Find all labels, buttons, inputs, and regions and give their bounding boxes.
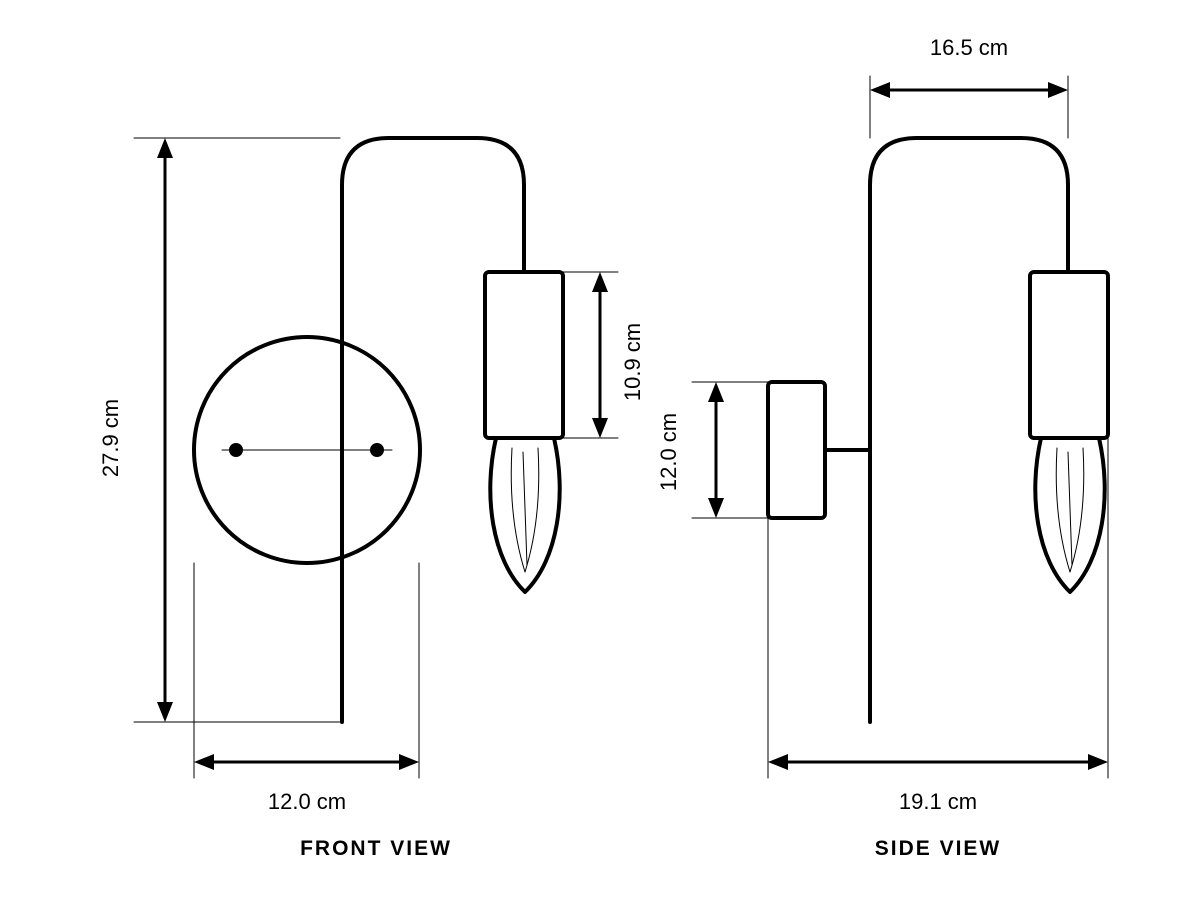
side-plate-label: 12.0 cm — [656, 413, 681, 491]
side-arm-arrow-left — [870, 82, 890, 98]
front-bulb-filament-center — [522, 451, 528, 566]
side-bulb — [1033, 436, 1107, 594]
side-depth-arrow-left — [768, 754, 788, 770]
front-height-arrow-bottom — [157, 702, 173, 722]
side-lamp-arm — [868, 136, 1070, 724]
side-depth-label: 19.1 cm — [899, 789, 977, 814]
side-arm-arrow-right — [1048, 82, 1068, 98]
front-width-arrow-right — [399, 754, 419, 770]
front-bulb — [488, 436, 562, 594]
front-view-title: FRONT VIEW — [300, 837, 452, 860]
front-wall-plate — [192, 335, 422, 565]
front-socket — [483, 270, 565, 440]
side-view: 16.5 cm 12.0 cm 19.1 cm SIDE VIEW — [656, 35, 1110, 860]
side-arm-label: 16.5 cm — [930, 35, 1008, 60]
side-plate-arrow-bottom — [708, 498, 724, 518]
side-depth-arrow-right — [1088, 754, 1108, 770]
front-width-label: 12.0 cm — [268, 789, 346, 814]
front-screw-left — [229, 443, 243, 457]
side-plate-arrow-top — [708, 382, 724, 402]
front-socket-arrow-bottom — [592, 418, 608, 438]
front-socket-arrow-top — [592, 272, 608, 292]
front-height-label: 27.9 cm — [98, 399, 123, 477]
front-lamp-arm — [340, 136, 526, 724]
front-view: 27.9 cm 12.0 cm 10.9 cm FRONT VIEW — [98, 136, 645, 860]
side-socket — [1028, 270, 1110, 440]
front-width-arrow-left — [194, 754, 214, 770]
side-view-title: SIDE VIEW — [875, 837, 1002, 860]
side-bulb-filament-center — [1067, 451, 1073, 566]
front-socket-label: 10.9 cm — [620, 323, 645, 401]
front-screw-right — [370, 443, 384, 457]
side-bulb-filament — [1055, 447, 1085, 573]
front-bulb-filament — [510, 447, 540, 573]
side-wall-plate — [766, 380, 827, 520]
front-height-arrow-top — [157, 138, 173, 158]
